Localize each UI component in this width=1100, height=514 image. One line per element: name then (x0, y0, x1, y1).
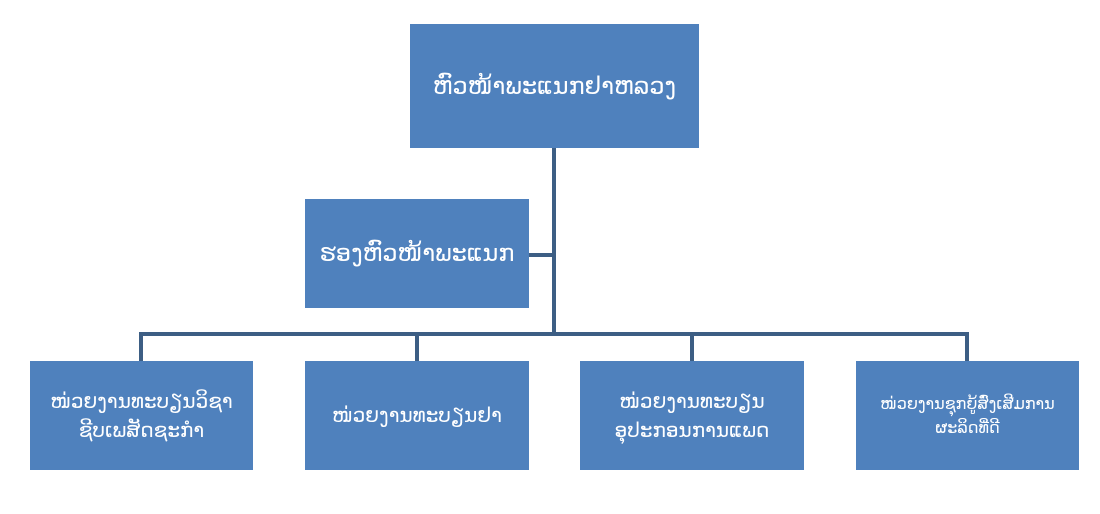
deputy-director-box: ຮອງຫົວໜ້າພະແນກ (305, 199, 529, 308)
director-box: ຫົວໜ້າພະແນກຢາຫລວງ (410, 24, 699, 148)
unit-box-professional-registration: ໜ່ວຍງານທະບຽນວິຊາ ຊີບເພສັດຊະກຳ (30, 361, 253, 470)
unit-label: ໜ່ວຍງານຊຸກຍູ້ສົ່ງເສີມການ ຜະລິດທີ່ດີ (880, 394, 1055, 437)
unit-box-good-manufacturing-promotion: ໜ່ວຍງານຊຸກຍູ້ສົ່ງເສີມການ ຜະລິດທີ່ດີ (856, 361, 1079, 470)
director-label: ຫົວໜ້າພະແນກຢາຫລວງ (432, 71, 677, 100)
deputy-director-label: ຮອງຫົວໜ້າພະແນກ (319, 239, 515, 268)
unit-label: ໜ່ວຍງານທະບຽນ ອຸປະກອນການແພດ (614, 388, 770, 442)
unit-box-drug-registration: ໜ່ວຍງານທະບຽນຢາ (305, 361, 529, 470)
unit-label: ໜ່ວຍງານທະບຽນວິຊາ ຊີບເພສັດຊະກຳ (50, 388, 233, 442)
unit-box-medical-device-registration: ໜ່ວຍງານທະບຽນ ອຸປະກອນການແພດ (580, 361, 804, 470)
unit-label: ໜ່ວຍງານທະບຽນຢາ (332, 403, 502, 427)
